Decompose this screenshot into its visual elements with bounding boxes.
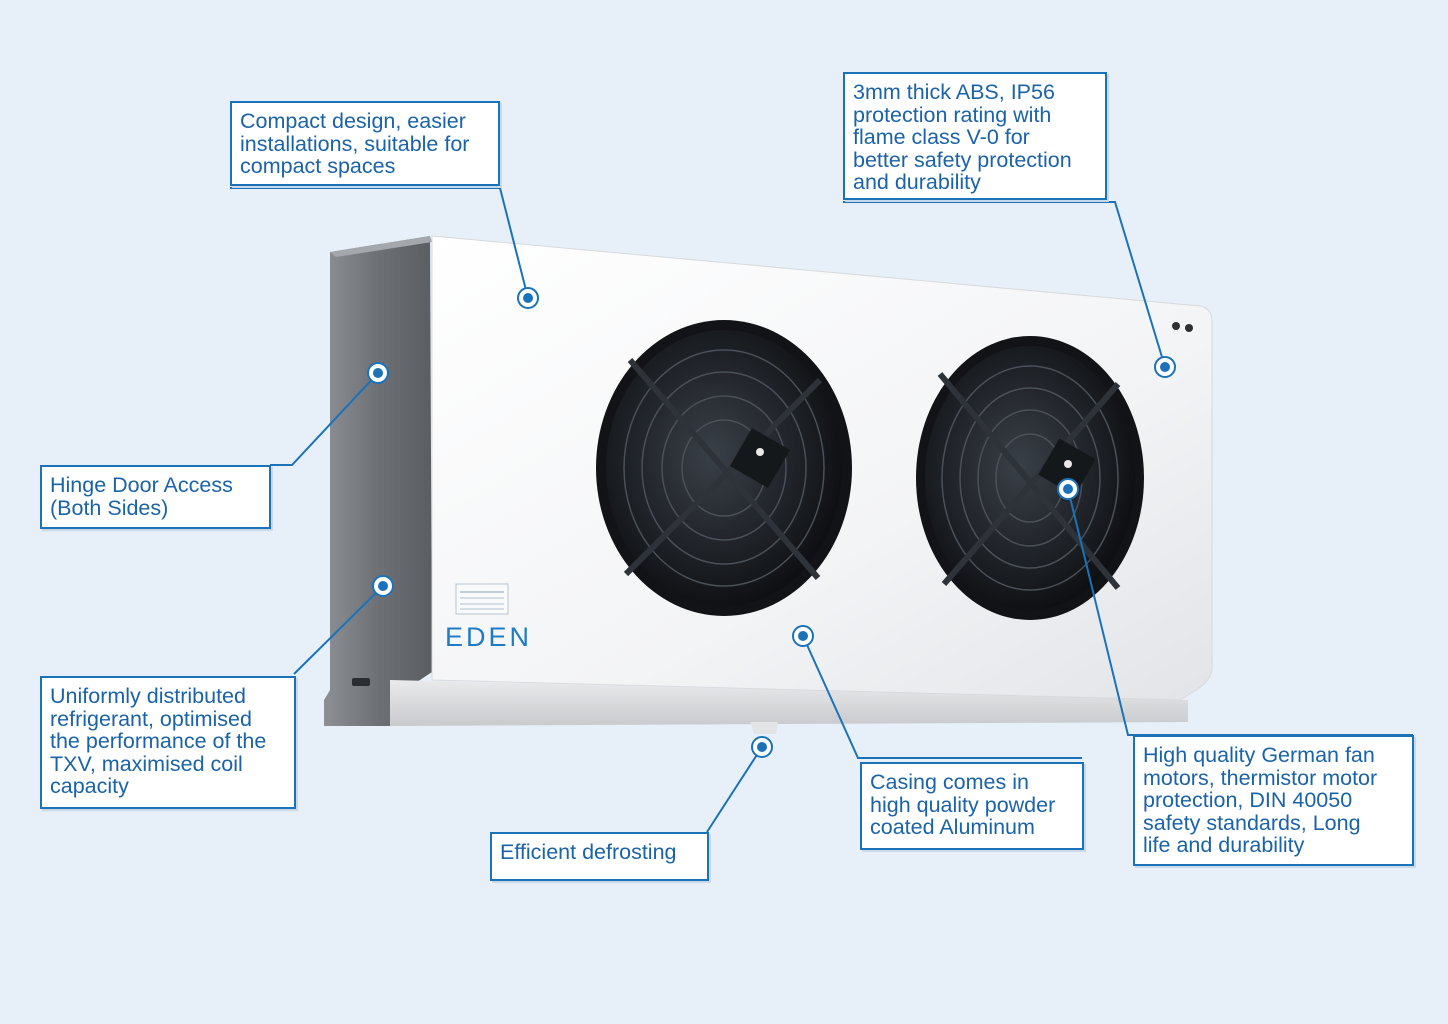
drip-tray <box>390 680 1188 726</box>
callout-casing: Casing comes in high quality powder coat… <box>860 762 1084 850</box>
marker-dot <box>1154 356 1176 378</box>
callout-refrigerant: Uniformly distributed refrigerant, optim… <box>40 676 296 809</box>
callout-line: capacity <box>50 774 129 798</box>
callout-line: 3mm thick ABS, IP56 <box>853 80 1055 104</box>
callout-line: Hinge Door Access <box>50 473 233 497</box>
marker-dot <box>517 287 539 309</box>
marker-dot <box>1057 478 1079 500</box>
callout-compact-design: Compact design, easier installations, su… <box>230 101 500 186</box>
indicator-hole <box>1185 324 1193 332</box>
eden-logo: EDEN <box>445 622 533 652</box>
callout-line: protection, DIN 40050 <box>1143 788 1353 812</box>
fan-right <box>916 336 1144 620</box>
callout-line: better safety protection <box>853 147 1072 172</box>
callout-line: protection rating with <box>853 102 1052 127</box>
callout-line: TXV, maximised coil <box>50 751 243 776</box>
callout-line: motors, thermistor motor <box>1143 765 1378 790</box>
marker-dot <box>751 736 773 758</box>
callout-line: compact spaces <box>240 154 396 178</box>
leader-refrigerant <box>293 585 384 675</box>
callout-line: refrigerant, optimised <box>50 706 252 731</box>
callout-line: Compact design, easier <box>240 109 466 133</box>
leader-compact-design <box>230 187 529 299</box>
side-door-panel <box>324 236 432 726</box>
callout-line: (Both Sides) <box>50 495 169 520</box>
marker-dot <box>792 625 814 647</box>
marker-dot <box>372 575 394 597</box>
leader-abs-ip56 <box>843 201 1166 368</box>
callout-line: safety standards, Long <box>1143 810 1361 835</box>
callout-line: High quality German fan <box>1143 743 1375 767</box>
door-latch <box>352 678 370 686</box>
unit-cooler <box>324 235 1213 734</box>
leader-defrosting <box>706 746 763 833</box>
callout-line: flame class V-0 for <box>853 125 1030 149</box>
callout-fan-motors: High quality German fan motors, thermist… <box>1133 735 1414 866</box>
marker-dots <box>367 287 1176 758</box>
callout-line: high quality powder <box>870 792 1056 817</box>
callout-abs-ip56: 3mm thick ABS, IP56 protection rating wi… <box>843 72 1107 200</box>
indicator-hole <box>1172 322 1180 330</box>
callout-line: the performance of the <box>50 729 267 753</box>
leader-hinge-door <box>270 372 379 466</box>
callout-line: Efficient defrosting <box>500 840 677 864</box>
callout-hinge-door: Hinge Door Access (Both Sides) <box>40 465 271 529</box>
leader-casing <box>802 635 1082 759</box>
callout-line: Casing comes in <box>870 770 1029 794</box>
fan-left <box>596 320 852 616</box>
callout-line: installations, suitable for <box>240 131 470 156</box>
callout-line: coated Aluminum <box>870 815 1035 839</box>
callout-line: Uniformly distributed <box>50 684 246 708</box>
callout-defrosting: Efficient defrosting <box>490 832 709 881</box>
callout-line: life and durability <box>1143 833 1305 857</box>
marker-dot <box>367 362 389 384</box>
callout-line: and durability <box>853 170 981 194</box>
